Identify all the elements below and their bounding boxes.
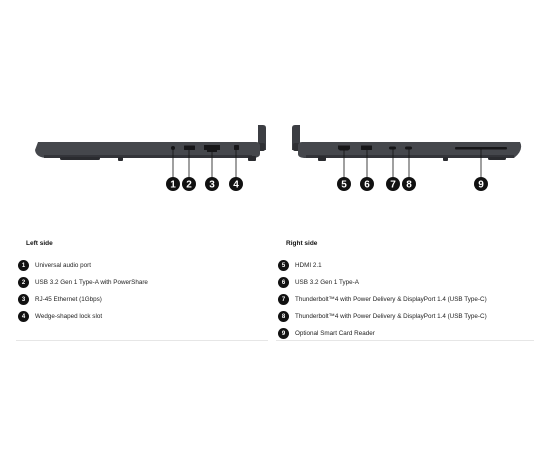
legend-label: RJ-45 Ethernet (1Gbps) — [35, 296, 102, 303]
legend-badge: 8 — [278, 311, 289, 322]
svg-text:6: 6 — [364, 180, 370, 191]
right-divider — [276, 340, 534, 341]
legend-badge: 4 — [18, 311, 29, 322]
svg-text:1: 1 — [170, 180, 176, 191]
legend-item: 9 Optional Smart Card Reader — [278, 325, 528, 342]
lock-slot — [234, 145, 239, 150]
thunderbolt-port — [405, 146, 412, 150]
svg-text:4: 4 — [233, 180, 239, 191]
left-bottom-strip — [44, 155, 252, 158]
thunderbolt-port — [389, 146, 396, 150]
left-side-view — [35, 125, 266, 161]
hdmi-port — [338, 145, 350, 151]
svg-text:9: 9 — [478, 180, 484, 191]
callout-badge: 5 — [337, 177, 351, 191]
left-base — [35, 142, 260, 158]
ethernet-port — [204, 145, 220, 152]
callout-badge: 9 — [474, 177, 488, 191]
usb-a-port — [361, 145, 372, 150]
legend-label: USB 3.2 Gen 1 Type-A with PowerShare — [35, 279, 148, 286]
legend-item: 7 Thunderbolt™4 with Power Delivery & Dis… — [278, 291, 528, 308]
callout-badge: 4 — [229, 177, 243, 191]
legend-item: 1 Universal audio port — [18, 257, 268, 274]
callout-badge: 2 — [182, 177, 196, 191]
legend-item: 6 USB 3.2 Gen 1 Type-A — [278, 274, 528, 291]
svg-text:8: 8 — [406, 180, 412, 191]
left-vent — [60, 157, 100, 160]
usb-a-port — [184, 145, 195, 150]
legend-item: 5 HDMI 2.1 — [278, 257, 528, 274]
legend-item: 3 RJ-45 Ethernet (1Gbps) — [18, 291, 268, 308]
svg-text:5: 5 — [341, 180, 347, 191]
legend-label: Wedge-shaped lock slot — [35, 313, 103, 320]
right-foot — [443, 157, 448, 161]
callout-badge: 7 — [386, 177, 400, 191]
callout-badge: 6 — [360, 177, 374, 191]
legend-label: USB 3.2 Gen 1 Type-A — [295, 279, 359, 286]
right-side-legend: Right side 5 HDMI 2.1 6 USB 3.2 Gen 1 Type… — [278, 240, 528, 342]
legend-item: 4 Wedge-shaped lock slot — [18, 308, 268, 325]
right-side-view — [292, 125, 522, 161]
legend-label: HDMI 2.1 — [295, 262, 322, 269]
right-bottom-strip — [306, 155, 514, 158]
svg-text:3: 3 — [209, 180, 215, 191]
legend-badge: 9 — [278, 328, 289, 339]
laptop-sides-diagram: 1 2 3 4 5 6 7 8 9 — [35, 125, 522, 191]
right-vent — [488, 157, 506, 160]
left-divider — [16, 340, 268, 341]
audio-port — [171, 146, 175, 150]
svg-text:7: 7 — [390, 180, 396, 191]
legend-item: 8 Thunderbolt™4 with Power Delivery & Dis… — [278, 308, 528, 325]
right-base — [298, 142, 522, 158]
callouts — [172, 149, 482, 177]
left-side-legend: Left side 1 Universal audio port 2 USB 3.2… — [18, 240, 268, 325]
legend-badge: 3 — [18, 294, 29, 305]
legend-item: 2 USB 3.2 Gen 1 Type-A with PowerShare — [18, 274, 268, 291]
left-foot — [248, 156, 256, 161]
svg-text:2: 2 — [186, 180, 192, 191]
right-foot — [318, 156, 326, 161]
legend-badge: 2 — [18, 277, 29, 288]
legend-label: Optional Smart Card Reader — [295, 330, 375, 337]
legend-badge: 6 — [278, 277, 289, 288]
left-side-title: Left side — [26, 240, 53, 247]
legend-badge: 1 — [18, 260, 29, 271]
right-side-title: Right side — [286, 240, 318, 247]
legend-label: Universal audio port — [35, 262, 92, 269]
callout-badge: 8 — [402, 177, 416, 191]
legend-badge: 5 — [278, 260, 289, 271]
left-side-list: 1 Universal audio port 2 USB 3.2 Gen 1 Typ… — [18, 257, 268, 325]
legend-label: Thunderbolt™4 with Power Delivery & Disp… — [295, 313, 487, 320]
callout-badge: 3 — [205, 177, 219, 191]
legend-label: Thunderbolt™4 with Power Delivery & Disp… — [295, 296, 487, 303]
callout-badge: 1 — [166, 177, 180, 191]
left-foot — [118, 157, 123, 161]
smart-card-slot — [455, 147, 507, 150]
legend-badge: 7 — [278, 294, 289, 305]
